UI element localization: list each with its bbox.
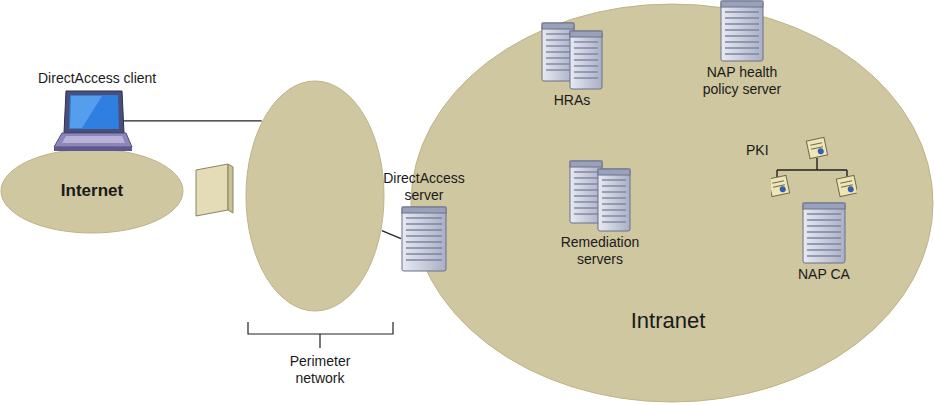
pki-hierarchy: PKI — [746, 136, 857, 198]
network-ellipse: IntranetHRAsNAP health policy serverDire… — [410, 3, 934, 403]
server-pair-icon — [541, 22, 603, 90]
node-label: Internet — [61, 181, 123, 201]
ellipse-outline — [245, 80, 385, 312]
node-label: Remediation servers — [554, 234, 646, 268]
device-node: DirectAccess client — [38, 68, 156, 153]
node-label: DirectAccess client — [38, 70, 156, 87]
node-label: PKI — [746, 142, 769, 159]
network-ellipse: Perimeter network — [245, 80, 385, 312]
firewall-symbol — [196, 164, 233, 216]
server-icon — [720, 0, 764, 62]
node-label: NAP health policy server — [692, 64, 792, 98]
device-node: NAP health policy server — [692, 0, 792, 100]
node-label: Perimeter network — [275, 353, 365, 387]
network-ellipse: InternetDirectAccess client — [0, 148, 184, 234]
pki-tree-icon — [771, 136, 857, 198]
server-pair-icon — [569, 160, 631, 232]
device-node: NAP CA — [798, 202, 850, 285]
device-node: HRAs — [541, 22, 603, 111]
device-node: DirectAccess server — [376, 168, 472, 272]
server-icon — [802, 202, 846, 264]
network-link — [382, 231, 401, 239]
node-label: NAP CA — [798, 266, 850, 283]
ellipse-outline — [410, 3, 934, 403]
device-node: Remediation servers — [554, 160, 646, 270]
laptop-icon — [52, 89, 134, 153]
server-icon — [401, 206, 447, 272]
bracket — [248, 322, 393, 348]
node-label: HRAs — [554, 92, 591, 109]
node-label: DirectAccess server — [376, 170, 472, 204]
node-label: Intranet — [631, 308, 706, 334]
